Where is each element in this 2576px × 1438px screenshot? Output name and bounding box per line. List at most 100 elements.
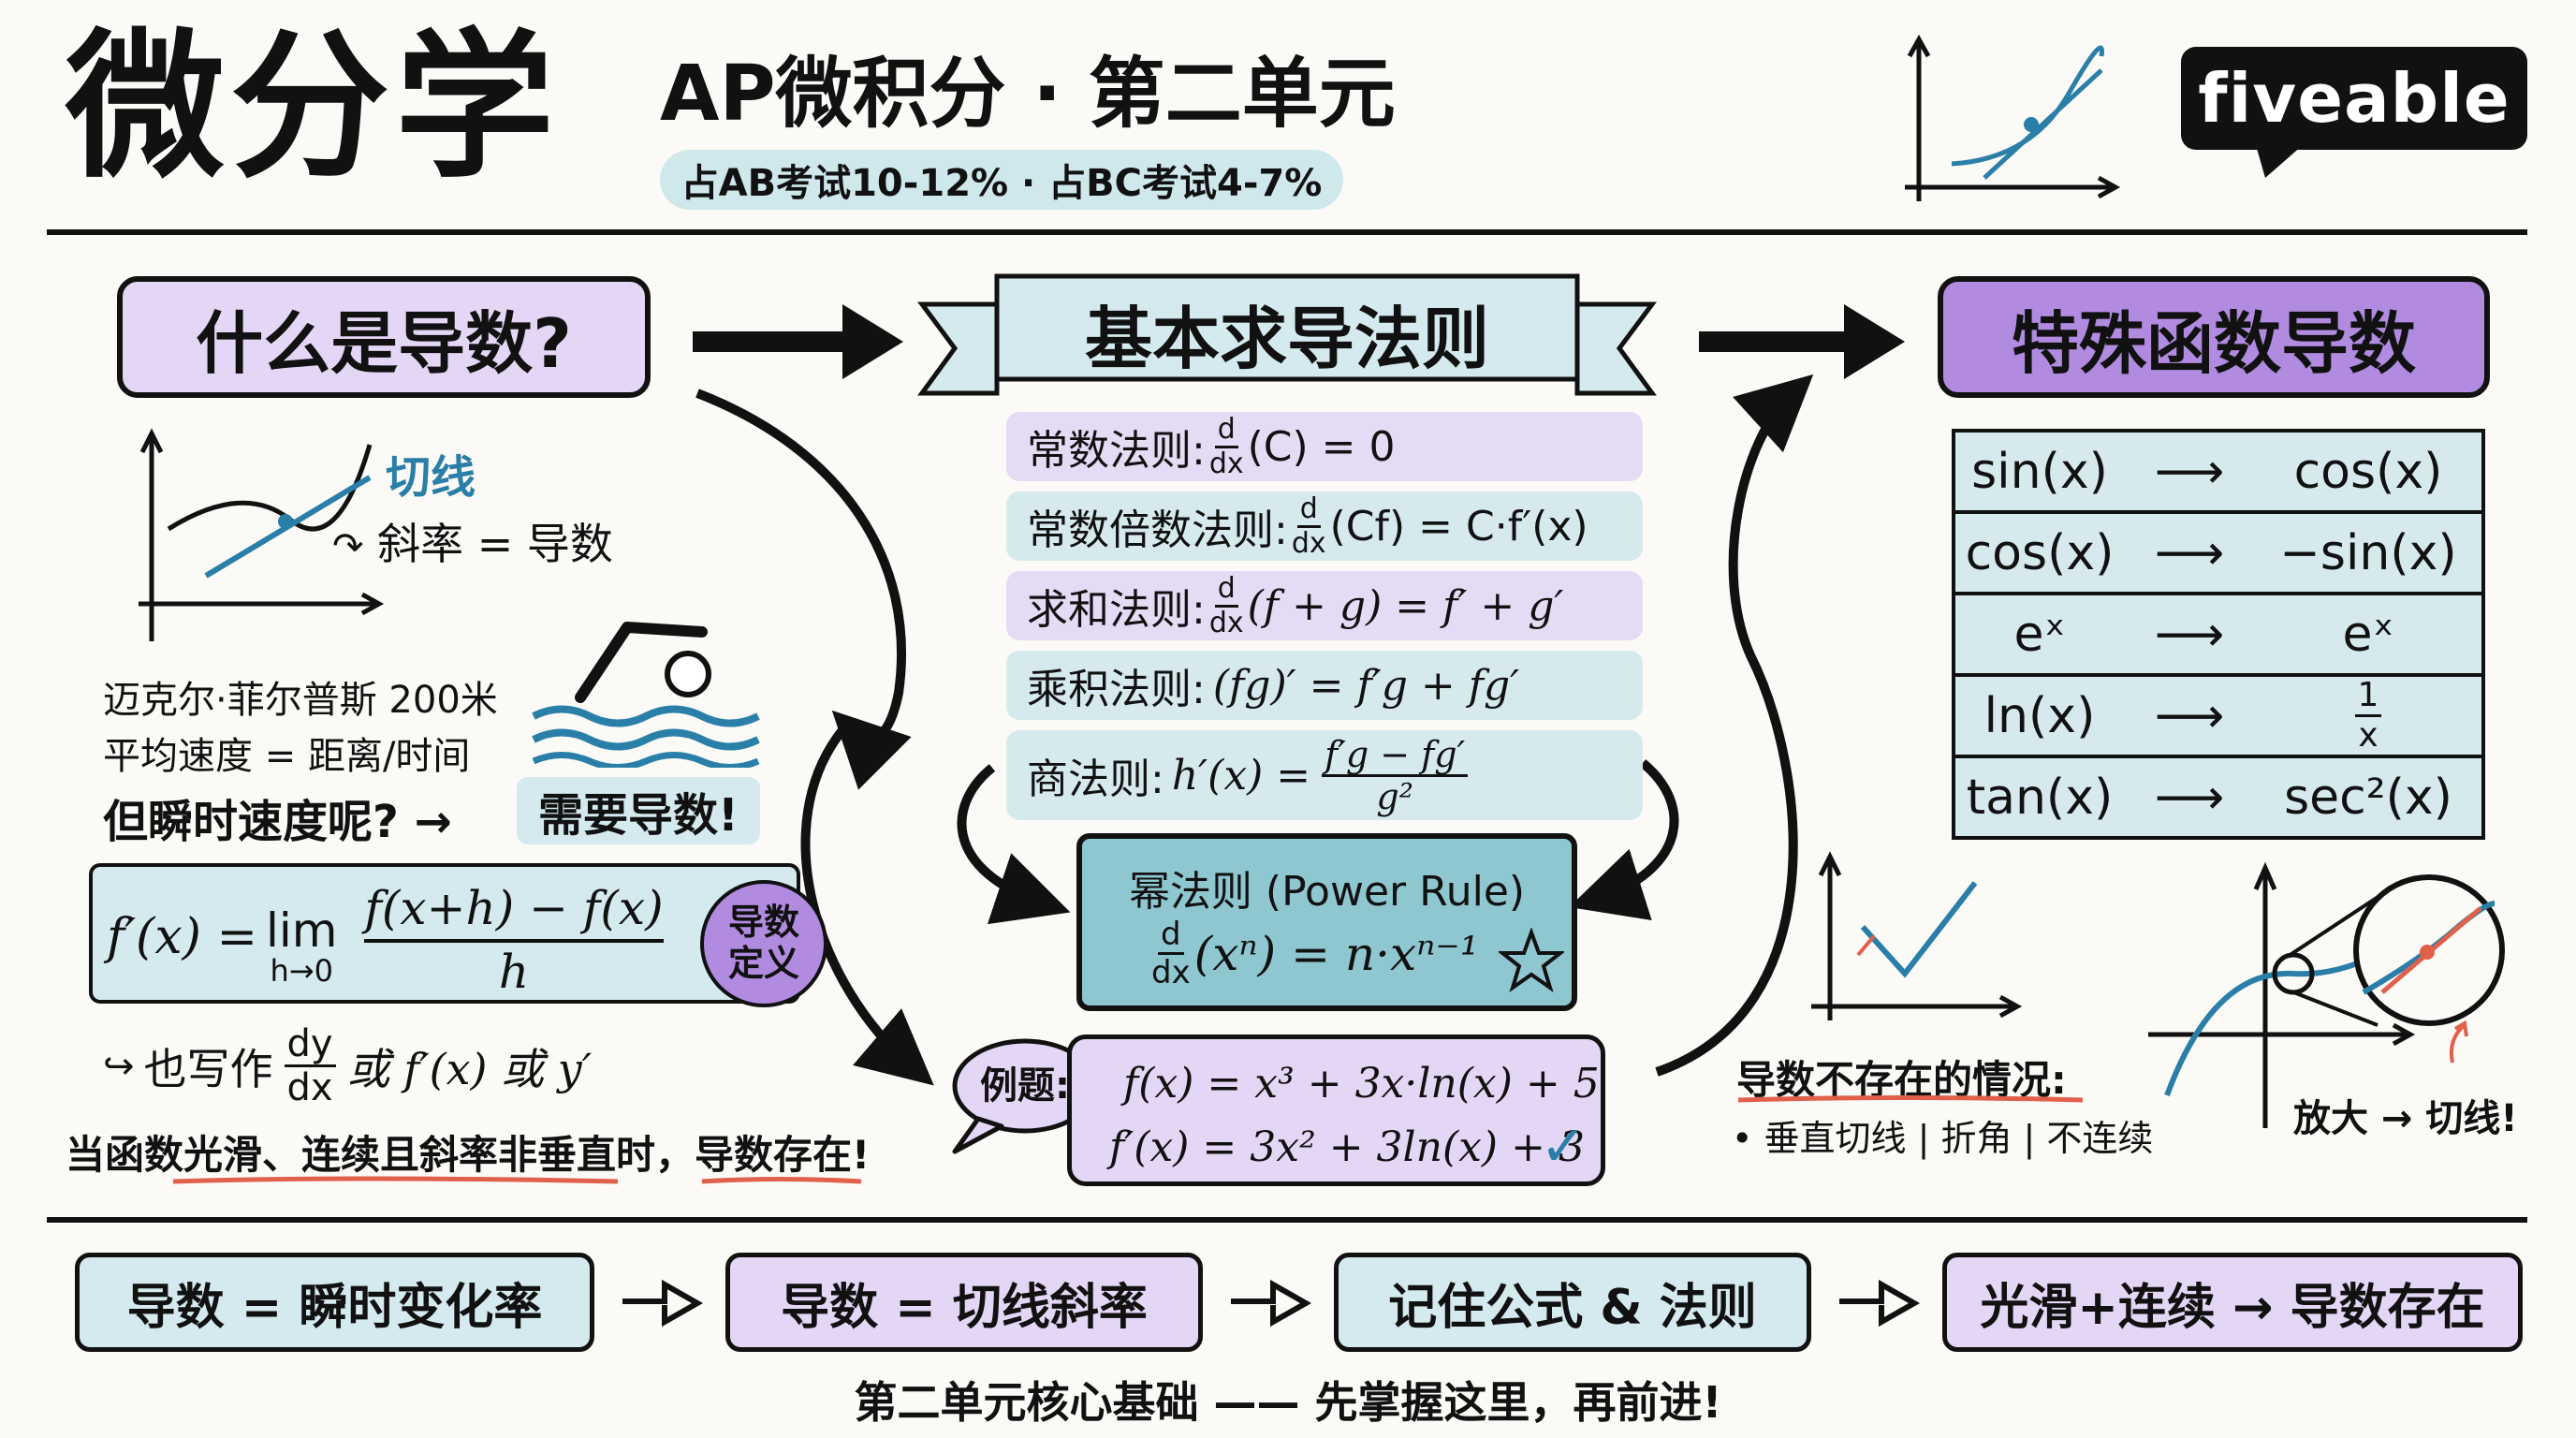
what-is-derivative-heading: 什么是导数? bbox=[117, 276, 651, 398]
d-text: d bbox=[1214, 574, 1238, 608]
rule-name: 商法则: bbox=[1027, 756, 1164, 803]
example-label: 例题: bbox=[980, 1064, 1070, 1108]
dy-dx-fraction: dy dx bbox=[284, 1025, 336, 1107]
footer-tagline: 第二单元核心基础 —— 先掌握这里，再前进! bbox=[854, 1377, 1722, 1428]
derivative-cell: −sin(x) bbox=[2255, 510, 2483, 594]
frac-numerator: 1 bbox=[2354, 679, 2382, 717]
rule-name: 常数法则: bbox=[1027, 427, 1206, 475]
dq-denominator: h bbox=[498, 945, 530, 999]
arrow-cell: ⟶ bbox=[2124, 592, 2255, 675]
dx-text: dx bbox=[1151, 954, 1191, 991]
d-text: d bbox=[1214, 415, 1238, 448]
notation-prefix: 也写作 bbox=[143, 1043, 273, 1094]
page-subtitle: AP微积分 · 第二单元 bbox=[660, 50, 1396, 139]
definition-lhs: f′(x) = bbox=[107, 909, 258, 965]
rule-expr: (Cf) = C·f′(x) bbox=[1329, 502, 1588, 550]
basic-rules-heading: 基本求导法则 bbox=[1084, 299, 1489, 378]
rule-name: 求和法则: bbox=[1027, 586, 1206, 634]
derivative-cell: eˣ bbox=[2255, 592, 2483, 675]
derivative-cell: cos(x) bbox=[2293, 443, 2443, 500]
dx-text: dx bbox=[1208, 447, 1244, 480]
page-title: 微分学 bbox=[66, 15, 561, 200]
arrow-cell: ⟶ bbox=[2154, 443, 2225, 500]
zoom-caption: 放大 → 切线! bbox=[2293, 1097, 2518, 1140]
dq-numerator: f(x+h) − f(x) bbox=[364, 881, 664, 943]
table-row: sin(x) ⟶ cos(x) bbox=[1954, 431, 2483, 512]
table-row: cos(x) ⟶ −sin(x) bbox=[1954, 510, 2483, 594]
derivative-cell: sec²(x) bbox=[2255, 755, 2483, 838]
badge-line-2: 定义 bbox=[727, 943, 799, 984]
existence-underline bbox=[172, 1176, 862, 1184]
d-text: d bbox=[1296, 494, 1321, 528]
one-over-x-fraction: 1 x bbox=[2354, 679, 2382, 753]
swimmer-icon bbox=[532, 622, 760, 768]
special-derivatives-table: sin(x) ⟶ cos(x) cos(x) ⟶ −sin(x) eˣ ⟶ eˣ… bbox=[1952, 429, 2485, 840]
quotient-fraction: f′g − fg′ g² bbox=[1322, 737, 1469, 817]
example-line-2: f′(x) = 3x² + 3ln(x) + 3 bbox=[1109, 1123, 1585, 1171]
example-speech-bubble bbox=[952, 1038, 1095, 1154]
hook-arrow-icon: ↪ bbox=[103, 1044, 135, 1088]
example-line-1: f(x) = x³ + 3x·ln(x) + 5 bbox=[1123, 1060, 1600, 1108]
rule-name: 常数倍数法则: bbox=[1027, 506, 1288, 554]
arrow-cell: ⟶ bbox=[2124, 755, 2255, 838]
corner-graph bbox=[1811, 851, 2023, 1020]
ribbon-banner bbox=[917, 273, 1657, 396]
footer-item-slope: 导数 = 切线斜率 bbox=[725, 1253, 1203, 1352]
limit-operator: lim h→0 bbox=[266, 906, 338, 987]
fiveable-logo[interactable]: fiveable bbox=[2181, 47, 2527, 150]
limit-definition-box: f′(x) = lim h→0 f(x+h) − f(x) h bbox=[89, 863, 800, 1004]
zoom-tangent-graph bbox=[2148, 861, 2505, 1128]
tangent-label: 切线 bbox=[386, 451, 476, 504]
exam-weight-badge: 占AB考试10-12% · 占BC考试4-7% bbox=[660, 150, 1343, 210]
badge-line-1: 导数 bbox=[727, 902, 799, 944]
rule-name: 乘积法则: bbox=[1027, 666, 1206, 713]
power-rule-title: 幂法则 (Power Rule) bbox=[1128, 868, 1526, 916]
nonexist-items: • 垂直切线 | 折角 | 不连续 bbox=[1732, 1118, 2154, 1159]
checkmark-icon: ✓ bbox=[1540, 1114, 1588, 1180]
quotient-denominator: g² bbox=[1376, 775, 1413, 817]
product-rule: 乘积法则: (fg)′ = f′g + fg′ bbox=[1006, 651, 1643, 720]
rule-expr: h′(x) = bbox=[1171, 751, 1311, 800]
dy-text: dy bbox=[284, 1025, 336, 1067]
notation-line: ↪ 也写作 dy dx 或 f′(x) 或 y′ bbox=[103, 1025, 592, 1107]
tangent-line-graph bbox=[139, 428, 385, 641]
header-divider bbox=[47, 229, 2527, 235]
function-cell: ln(x) bbox=[1954, 673, 2124, 756]
footer-item-formulas: 记住公式 & 法则 bbox=[1334, 1253, 1811, 1352]
example-box: f(x) = x³ + 3x·ln(x) + 5 f′(x) = 3x² + 3… bbox=[1067, 1034, 1605, 1186]
phelps-line-1: 迈克尔·菲尔普斯 200米 bbox=[103, 679, 498, 722]
quotient-numerator: f′g − fg′ bbox=[1322, 737, 1469, 777]
footer-item-existence: 光滑+连续 → 导数存在 bbox=[1942, 1253, 2523, 1352]
function-cell: sin(x) bbox=[1971, 443, 2108, 500]
difference-quotient: f(x+h) − f(x) h bbox=[364, 881, 664, 999]
lim-text: lim bbox=[266, 903, 338, 958]
star-icon bbox=[1499, 928, 1564, 992]
special-functions-heading: 特殊函数导数 bbox=[1938, 276, 2490, 398]
function-cell: cos(x) bbox=[1954, 510, 2124, 594]
nonexist-underline bbox=[1737, 1095, 2084, 1103]
arrow-cell: ⟶ bbox=[2124, 673, 2255, 756]
slope-text: 斜率 = 导数 bbox=[377, 519, 613, 569]
dx-text: dx bbox=[1208, 606, 1244, 639]
existence-condition: 当函数光滑、连续且斜率非垂直时，导数存在! bbox=[66, 1132, 871, 1178]
footer-divider bbox=[47, 1217, 2527, 1223]
notation-suffix: 或 f′(x) 或 y′ bbox=[346, 1043, 593, 1094]
table-row: eˣ ⟶ eˣ bbox=[1954, 592, 2483, 675]
rule-expr: (f + g) = f′ + g′ bbox=[1247, 581, 1564, 630]
slope-label: ↷ 斜率 = 导数 bbox=[332, 519, 613, 569]
footer-item-rate: 导数 = 瞬时变化率 bbox=[75, 1253, 594, 1352]
rule-expr: (C) = 0 bbox=[1247, 422, 1396, 471]
table-row: tan(x) ⟶ sec²(x) bbox=[1954, 755, 2483, 838]
tangent-graph-icon bbox=[1905, 34, 2121, 201]
function-cell: tan(x) bbox=[1954, 755, 2124, 838]
lim-subscript: h→0 bbox=[270, 952, 333, 989]
quotient-rule: 商法则: h′(x) = f′g − fg′ g² bbox=[1006, 730, 1643, 820]
need-derivative-answer: 需要导数! bbox=[517, 777, 760, 844]
d-text: d bbox=[1158, 918, 1184, 955]
